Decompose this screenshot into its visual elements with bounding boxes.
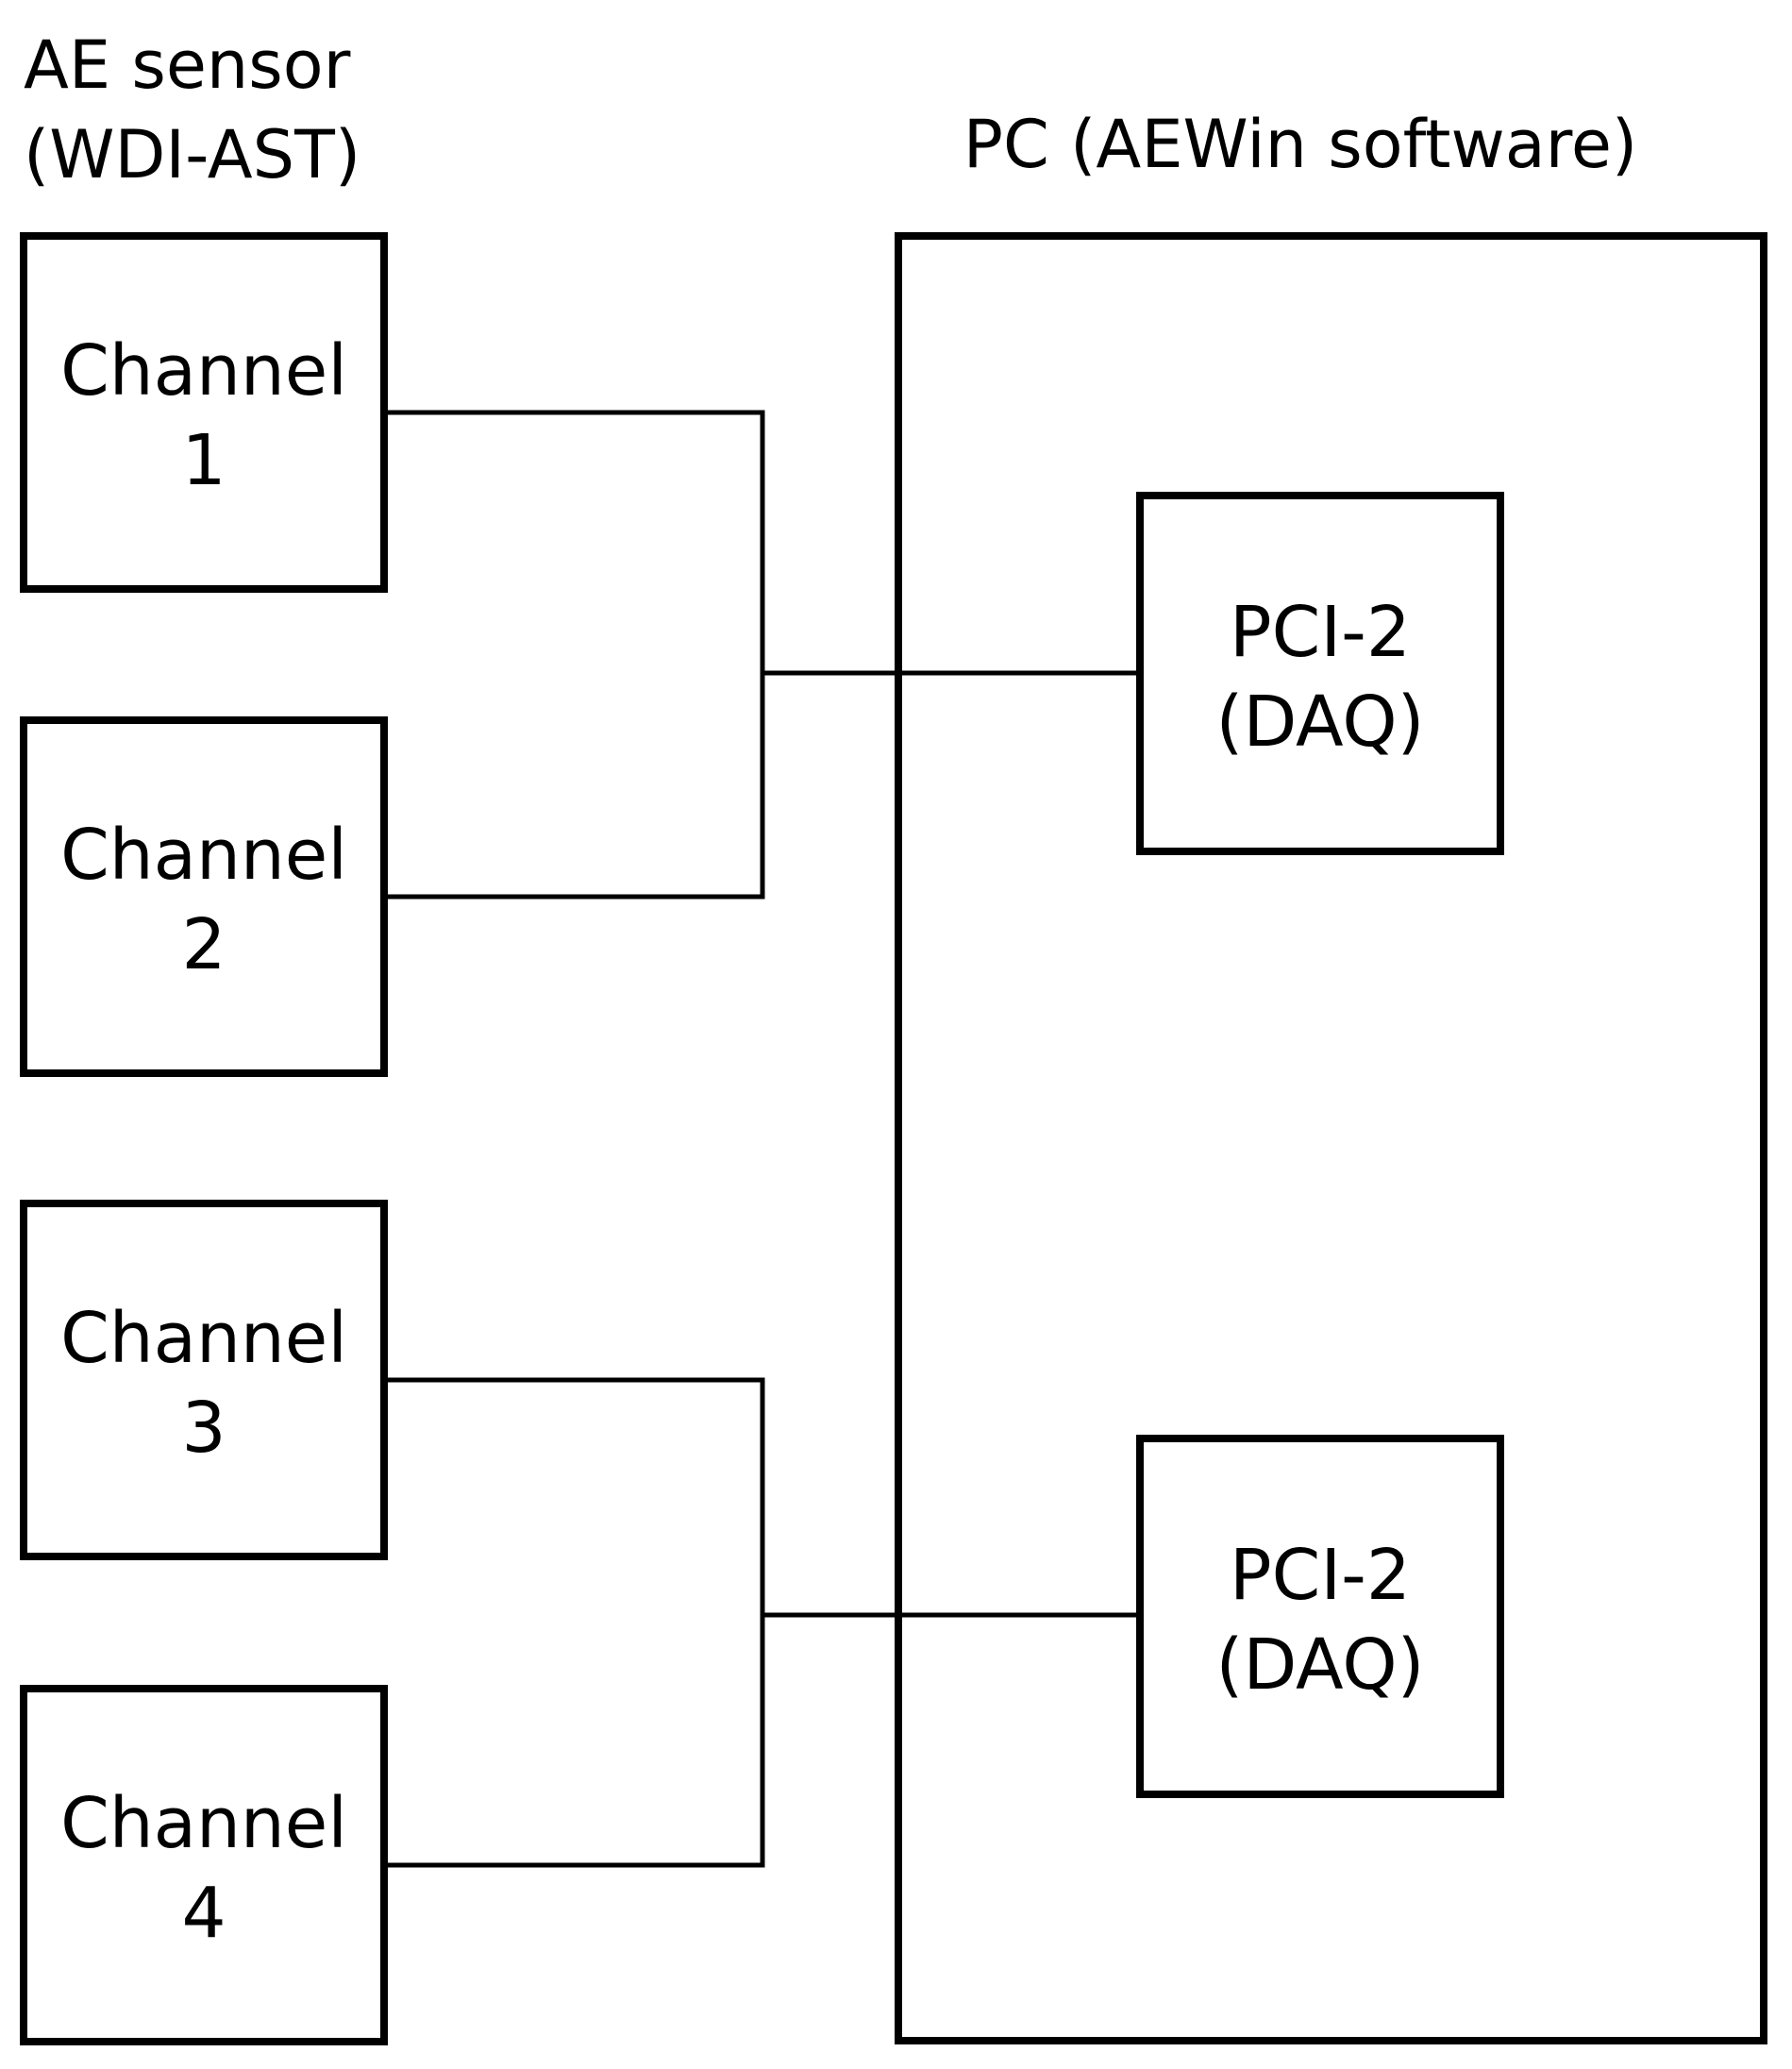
channel-3-label-line1: Channel: [60, 1298, 347, 1379]
channel-1-label-line1: Channel: [60, 330, 347, 412]
wire-group-daq-2: [386, 1377, 1140, 1868]
daq-2-label-line2: (DAQ): [1216, 1624, 1425, 1706]
daq-1-label-line2: (DAQ): [1216, 681, 1425, 763]
sensor-title-line1: AE sensor: [24, 26, 351, 104]
channel-3-label-line2: 3: [181, 1388, 226, 1469]
channel-box-3: Channel 3: [20, 1200, 388, 1560]
daq-box-2: PCI-2 (DAQ): [1136, 1435, 1504, 1798]
channel-box-4: Channel 4: [20, 1685, 388, 2045]
daq-1-label-line1: PCI-2: [1230, 592, 1411, 673]
sensor-title-line2: (WDI-AST): [24, 116, 360, 193]
channel-4-label-line1: Channel: [60, 1783, 347, 1864]
pc-title: PC (AEWin software): [963, 106, 1637, 183]
wire-group-daq-1: [386, 410, 1140, 900]
wire-channel-3-4: [386, 1377, 765, 1868]
pc-enclosure: [895, 232, 1767, 2044]
channel-box-2: Channel 2: [20, 716, 388, 1077]
wire-channel-1-2: [386, 410, 765, 900]
channel-2-label-line1: Channel: [60, 815, 347, 896]
daq-box-1: PCI-2 (DAQ): [1136, 492, 1504, 855]
channel-box-1: Channel 1: [20, 232, 388, 593]
channel-1-label-line2: 1: [181, 420, 226, 501]
channel-4-label-line2: 4: [181, 1873, 226, 1954]
channel-2-label-line2: 2: [181, 904, 226, 985]
daq-2-label-line1: PCI-2: [1230, 1535, 1411, 1616]
